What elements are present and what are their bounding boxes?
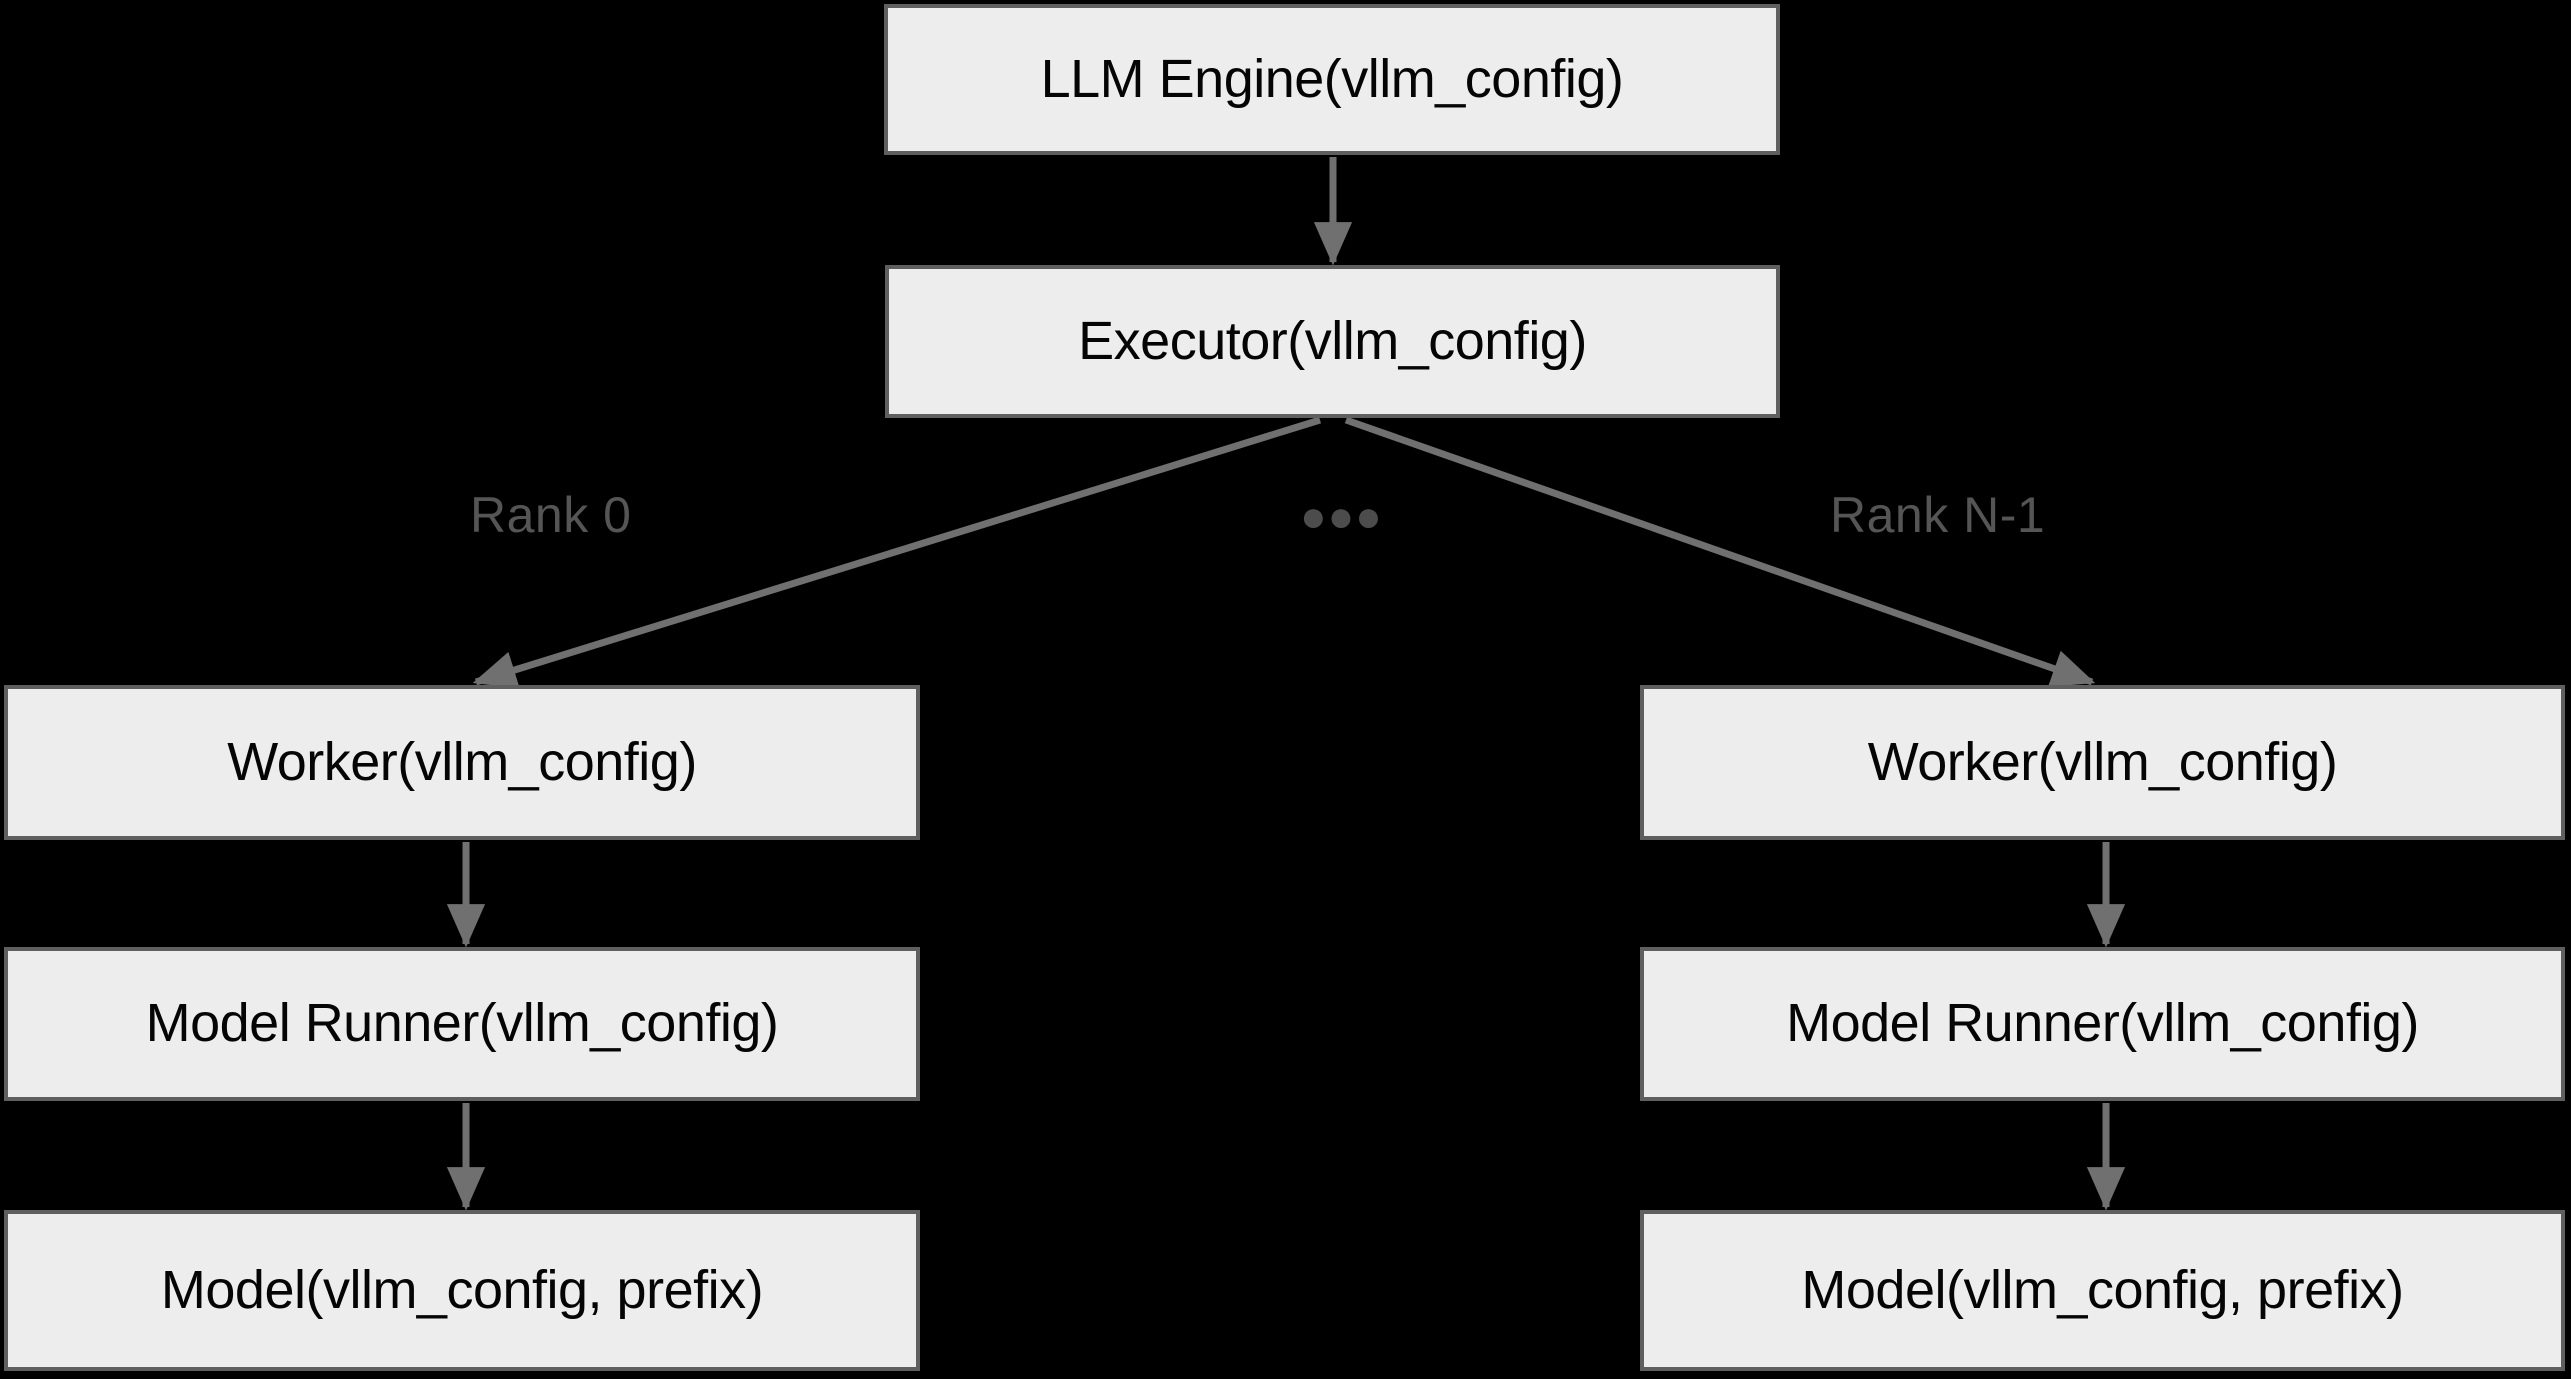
node-worker-rank-0[interactable]: Worker(vllm_config) [4,685,920,840]
edge-label-rank-0: Rank 0 [470,487,632,543]
node-llm-engine[interactable]: LLM Engine(vllm_config) [884,4,1780,155]
node-model-rank-0[interactable]: Model(vllm_config, prefix) [4,1210,920,1371]
node-executor[interactable]: Executor(vllm_config) [885,265,1780,418]
node-model-runner-rank-n[interactable]: Model Runner(vllm_config) [1640,947,2565,1101]
node-model-runner-rank-0[interactable]: Model Runner(vllm_config) [4,947,920,1101]
node-worker-rank-n[interactable]: Worker(vllm_config) [1640,685,2565,840]
node-model-rank-n[interactable]: Model(vllm_config, prefix) [1640,1210,2565,1371]
edge-executor-to-worker-0 [472,416,1322,689]
edge-label-rank-n: Rank N-1 [1830,487,2046,543]
edge-executor-to-worker-n [1344,416,2096,687]
edge-label-ellipsis: ●●● [1300,492,1383,541]
